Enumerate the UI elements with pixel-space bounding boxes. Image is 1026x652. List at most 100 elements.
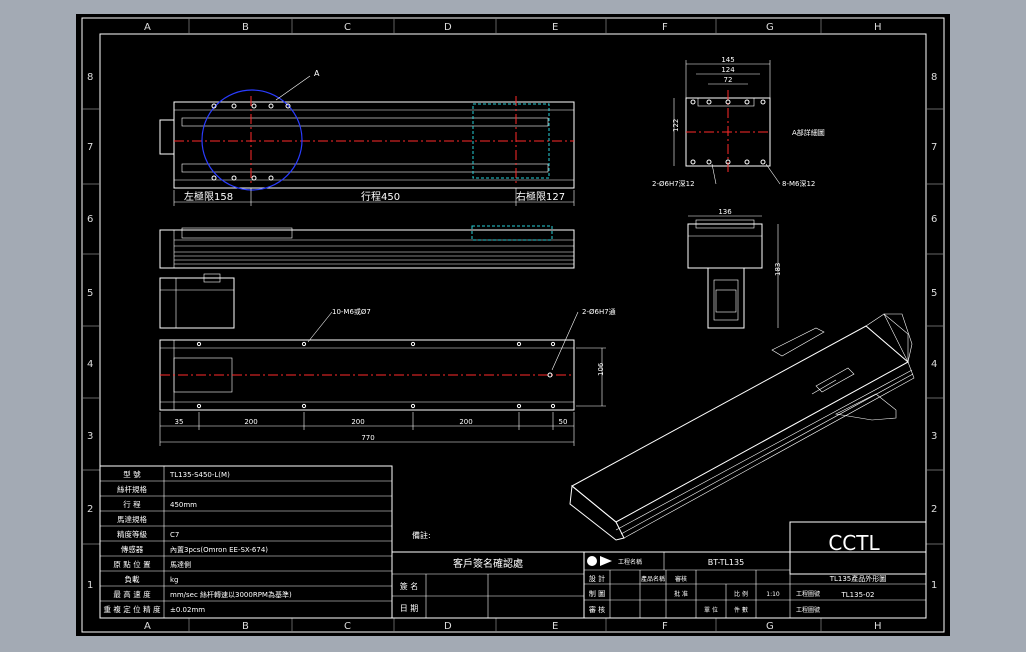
dim-pitch: 200 [351, 418, 364, 426]
spec-label: 最 高 速 度 [113, 589, 151, 599]
zone-side-label: 1 [87, 580, 93, 591]
width-dim: 106 [597, 362, 605, 376]
dim-total: 770 [361, 434, 374, 442]
zone-side-label: 4 [931, 359, 937, 370]
zone-top-label: G [766, 22, 774, 33]
zone-side-label: 3 [931, 431, 937, 442]
zone-side-label: 8 [931, 72, 937, 83]
cctl-logo-text: CCTL [828, 531, 880, 555]
zone-side-label: 3 [87, 431, 93, 442]
zone-side-label: 2 [931, 504, 937, 515]
spec-label: 精度等級 [117, 529, 147, 539]
remark-label: 備註: [412, 530, 431, 540]
zone-top-label: B [242, 22, 249, 33]
zone-top-label: H [874, 22, 882, 33]
spec-value: TL135-S450-L(M) [169, 471, 230, 479]
zone-side-label: 1 [931, 580, 937, 591]
outer-border [81, 17, 945, 633]
zone-side-label: 6 [931, 214, 937, 225]
zone-bottom-label: F [662, 621, 668, 632]
spec-label: 傳感器 [121, 544, 144, 554]
spec-value: C7 [170, 531, 179, 539]
zone-side-label: 2 [87, 504, 93, 515]
title-cell: 制 圖 [589, 589, 605, 598]
product-name: TL135產品外形圖 [829, 574, 887, 583]
dim-right-offset: 50 [559, 418, 568, 426]
spec-label: 負載 [125, 574, 140, 584]
title-cell: 工程圖號 [796, 606, 820, 614]
spec-value: 450mm [170, 501, 197, 509]
stroke-label: 行程450 [361, 190, 400, 203]
title-cell: 審 核 [589, 605, 605, 614]
side-width: 136 [718, 208, 732, 216]
pin-hole-note: 2-Ø6H7通 [582, 307, 616, 316]
sign-label: 簽 名 [400, 581, 419, 591]
zone-bottom-label: H [874, 621, 882, 632]
zone-bottom-label: A [144, 621, 151, 632]
end-height: 122 [672, 119, 680, 132]
dim-left-offset: 35 [175, 418, 184, 426]
zone-side-label: 7 [931, 142, 937, 153]
top-view: A 左極限158 行程450 右極限127 [159, 69, 575, 206]
zone-bottom-label: E [552, 621, 558, 632]
pin-hole-spec: 2-Ø6H7深12 [652, 179, 695, 188]
dim-pitch: 200 [459, 418, 472, 426]
front-view: 10-M6或Ø7 2-Ø6H7通 106 35 200 200 200 50 7… [159, 307, 616, 446]
end-view: 145 124 72 122 A部詳細圖 2-Ø6H7深12 8-M6深12 [652, 56, 825, 188]
spec-value: 馬達側 [170, 560, 191, 569]
left-limit-label: 左極限158 [184, 190, 233, 203]
zone-top-label: E [552, 22, 558, 33]
customer-confirm-block: 客戶簽名確認處 簽 名 日 期 [391, 551, 585, 619]
spec-label: 絲杆規格 [117, 484, 147, 494]
part-number: TL135-02 [841, 591, 875, 599]
detail-view-label: A部詳細圖 [792, 128, 825, 137]
zone-side-label: 6 [87, 214, 93, 225]
middle-view [159, 225, 575, 329]
project-name-label: 工程名稱 [618, 558, 642, 566]
title-cell: 審核 [675, 575, 687, 583]
zone-side-label: 8 [87, 72, 93, 83]
spec-label: 原 點 位 置 [113, 559, 151, 569]
spec-value: ±0.02mm [170, 606, 205, 614]
thread-spec: 8-M6深12 [782, 179, 815, 188]
spec-value: kg [170, 576, 179, 584]
company-logo-icon [587, 556, 597, 566]
detail-callout: A [314, 69, 320, 78]
inner-border [99, 33, 927, 619]
side-height: 183 [774, 263, 782, 276]
zone-side-label: 7 [87, 142, 93, 153]
isometric-view [569, 313, 915, 541]
mount-holes-note: 10-M6或Ø7 [332, 307, 371, 316]
zone-top-label: F [662, 22, 668, 33]
drawing-number: BT-TL135 [708, 558, 744, 567]
end-width-inner: 72 [724, 76, 733, 84]
spec-label: 型 號 [123, 469, 141, 479]
spec-label: 馬達規格 [117, 514, 147, 524]
title-cell: 比 例 [734, 590, 748, 598]
right-limit-label: 右極限127 [516, 190, 565, 203]
zone-bottom-label: D [444, 621, 452, 632]
spec-table: 型 號 TL135-S450-L(M) 絲杆規格 行 程 450mm 馬達規格 … [99, 465, 393, 619]
spec-label: 行 程 [123, 499, 141, 509]
end-width-outer: 145 [721, 56, 734, 64]
zone-side-label: 4 [87, 359, 93, 370]
zone-side-label: 5 [931, 288, 937, 299]
end-width-mid: 124 [721, 66, 735, 74]
zone-top-label: D [444, 22, 452, 33]
zone-top-label: C [344, 22, 351, 33]
title-cell: 件 數 [734, 606, 748, 614]
dim-pitch: 200 [244, 418, 257, 426]
company-logo-arrow-icon [600, 556, 612, 566]
spec-value: mm/sec 絲杆轉速以3000RPM為基準) [170, 590, 292, 599]
spec-label: 重 複 定 位 精 度 [104, 604, 161, 614]
zone-bottom-label: G [766, 621, 774, 632]
title-cell: 批 准 [674, 590, 688, 598]
zone-top-label: A [144, 22, 151, 33]
title-cell: 設 計 [589, 574, 605, 583]
title-cell: 產品名稱 [641, 575, 665, 583]
customer-confirm-label: 客戶簽名確認處 [453, 557, 523, 570]
date-label: 日 期 [400, 604, 419, 613]
title-cell: 工程圖號 [796, 590, 820, 598]
title-cell: 1:10 [766, 591, 780, 598]
side-view: 136 183 [687, 208, 782, 329]
